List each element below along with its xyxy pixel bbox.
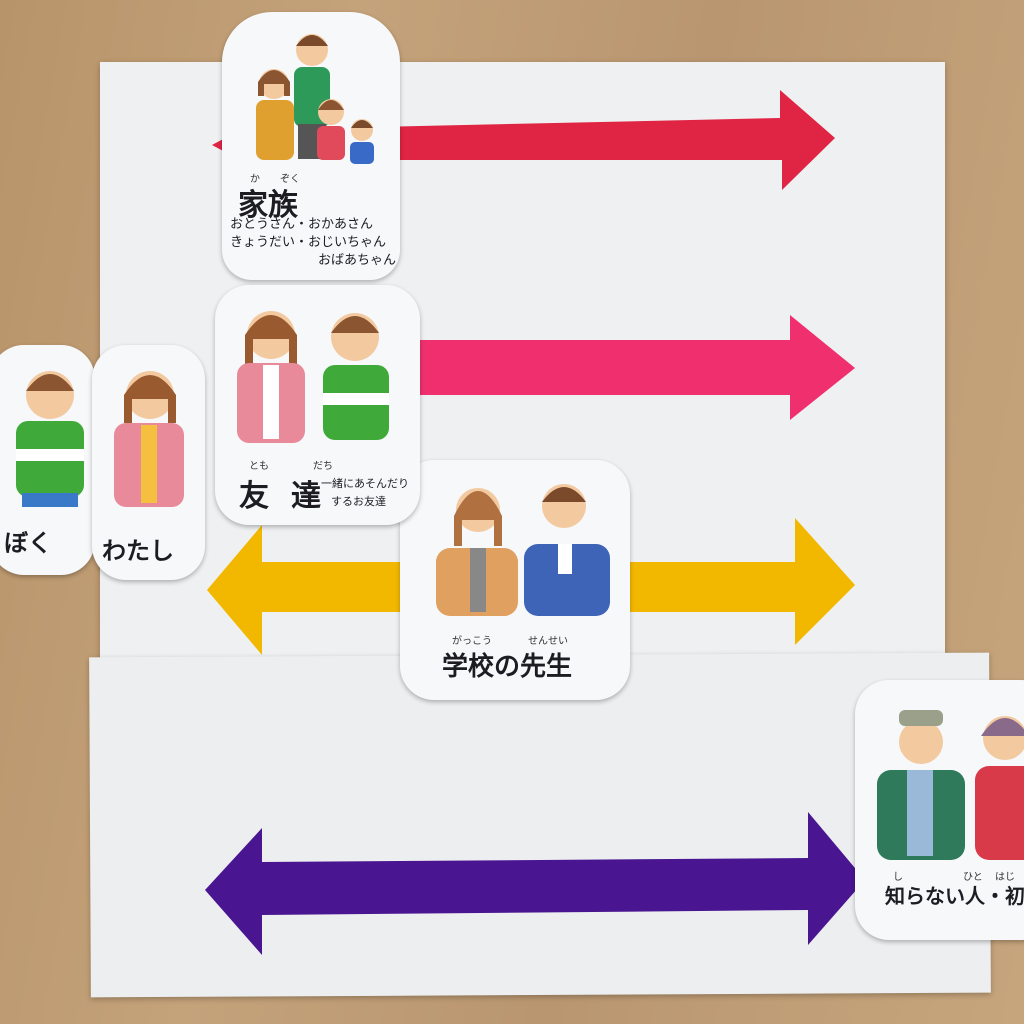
arrow-family (212, 90, 835, 190)
teacher-title: 学校の先生 (442, 652, 573, 682)
friends-title: 友達 (239, 479, 343, 514)
strangers-title: 知らない人・初めて (885, 884, 1024, 908)
strangers-ruby-1: し (893, 872, 903, 883)
friends-note-1: 一緒にあそんだり (321, 477, 409, 490)
card-boku[interactable]: ぼく (0, 345, 95, 575)
card-friends[interactable]: とも だち 友達 一緒にあそんだり するお友達 (215, 285, 420, 525)
watashi-title: わたし (102, 536, 174, 565)
family-title: 家族 (238, 188, 298, 223)
boku-title: ぼく (4, 528, 52, 557)
teacher-ruby-2: せんせい (528, 636, 568, 647)
card-watashi[interactable]: わたし (92, 345, 205, 580)
arrow-friends (415, 315, 855, 420)
card-teacher[interactable]: がっこう せんせい 学校の先生 (400, 460, 630, 700)
arrow-strangers (205, 812, 865, 955)
friends-ruby-1: とも (249, 461, 269, 472)
friends-note-2: するお友達 (331, 495, 386, 508)
girl-illustration-icon (114, 371, 184, 507)
card-strangers[interactable]: し ひと はじ 知らない人・初めて (855, 680, 1024, 940)
family-ruby-1: か (250, 174, 260, 185)
friends-illustration-icon (237, 311, 389, 443)
family-ruby-2: ぞく (280, 174, 300, 185)
teacher-ruby-1: がっこう (452, 636, 492, 647)
friends-ruby-2: だち (313, 461, 333, 472)
strangers-ruby-2: ひと (963, 872, 983, 883)
boy-illustration-icon (16, 371, 84, 507)
family-note-3: おばあちゃん (318, 253, 397, 268)
family-note-1: おとうさん・おかあさん (230, 217, 374, 232)
card-family[interactable]: か ぞく 家族 おとうさん・おかあさん きょうだい・おじいちゃん おばあちゃん (222, 12, 400, 280)
family-note-2: きょうだい・おじいちゃん (230, 235, 387, 250)
elderly-people-illustration-icon (877, 710, 1024, 860)
family-illustration-icon (256, 34, 374, 164)
teachers-illustration-icon (436, 484, 610, 616)
strangers-ruby-3: はじ (995, 872, 1015, 883)
